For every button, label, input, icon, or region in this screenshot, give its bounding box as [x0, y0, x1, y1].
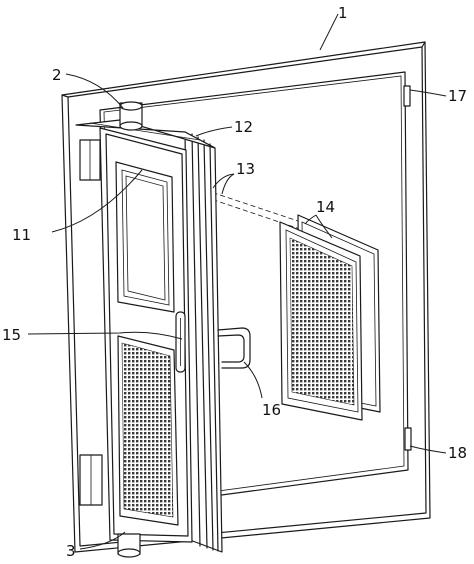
door-leaf	[99, 127, 193, 543]
label-door-leaf: 11	[12, 226, 31, 244]
screen-panel-front	[279, 221, 363, 421]
lower-latch	[404, 427, 412, 451]
bottom-hinge-pin	[117, 533, 141, 558]
leaf-stack	[75, 119, 223, 553]
label-screen-panels: 14	[316, 198, 335, 216]
label-pull-handle: 16	[262, 401, 281, 419]
label-bottom-hinge-pin: 3	[66, 542, 76, 560]
lock-handle	[175, 311, 186, 373]
label-top-hinge-pin: 2	[52, 66, 62, 84]
upper-latch	[403, 85, 411, 107]
reference-numerals: 1 2 3 11 12 13 14 15 16 17 18	[2, 4, 467, 560]
label-upper-latch: 17	[448, 87, 467, 105]
label-frame: 1	[338, 4, 348, 22]
label-lower-latch: 18	[448, 444, 467, 462]
lower-hinge	[79, 454, 103, 506]
upper-hinge	[79, 139, 101, 181]
leader-lines	[27, 13, 447, 550]
top-hinge-pin	[119, 101, 143, 131]
label-lock-handle: 15	[2, 326, 21, 344]
label-leaf-stack: 12	[234, 118, 253, 136]
label-guide-rails: 13	[236, 160, 255, 178]
pull-handle	[217, 327, 251, 369]
